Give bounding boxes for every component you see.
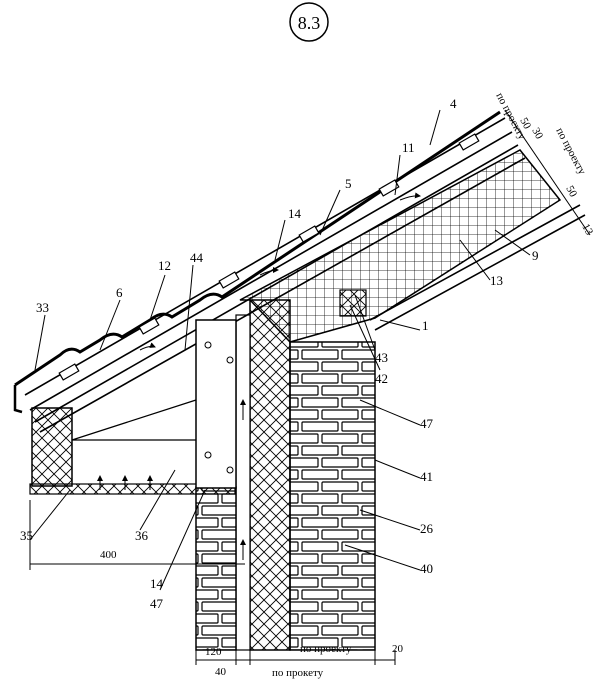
brick-wall-inner	[289, 341, 376, 651]
dim-overhang: 400	[100, 549, 117, 561]
callout-42: 42	[375, 371, 388, 386]
callout-40: 40	[420, 561, 433, 576]
callout-11: 11	[402, 140, 415, 155]
callout-5: 5	[345, 176, 352, 191]
callout-43: 43	[375, 350, 388, 365]
brick-wall-outer	[195, 486, 237, 651]
eave-bracing	[71, 399, 197, 441]
battens	[58, 133, 480, 381]
roofing-sheet	[14, 110, 501, 387]
screw-dots	[204, 341, 234, 474]
callout-35: 35	[20, 528, 33, 543]
soffit	[29, 483, 236, 495]
dim-roof-by-design-1: по проекту	[493, 91, 528, 142]
dim-brick-outer: 120	[205, 646, 222, 658]
callout-26: 26	[420, 521, 434, 536]
fascia-board	[31, 407, 73, 487]
callout-4: 4	[450, 96, 457, 111]
callout-33: 33	[36, 300, 49, 315]
airflow-arrows	[97, 192, 421, 560]
callout-14-lower: 14	[150, 576, 164, 591]
callout-44: 44	[190, 250, 204, 265]
air-gap	[235, 314, 251, 651]
callout-13: 13	[490, 273, 503, 288]
callout-36: 36	[135, 528, 149, 543]
callout-6: 6	[116, 285, 123, 300]
dim-roof-13: 13	[579, 222, 595, 238]
callout-12: 12	[158, 258, 171, 273]
callout-47-lower: 47	[150, 596, 164, 611]
sheet-number-circle	[289, 2, 329, 42]
vertical-board	[195, 319, 237, 489]
callout-47: 47	[420, 416, 434, 431]
dim-roof-50b: 50	[563, 184, 579, 200]
sheet-number: 8.3	[298, 13, 321, 33]
dim-roof-30: 30	[529, 126, 545, 142]
callout-41: 41	[420, 469, 433, 484]
dim-insulation-bottom: по прокету	[272, 667, 324, 679]
dim-roof-by-design-2: по проекту	[553, 126, 588, 177]
callout-14: 14	[288, 206, 302, 221]
dim-inner-gap: 20	[392, 643, 404, 655]
callout-9: 9	[532, 248, 539, 263]
roof-dimension-line	[504, 109, 591, 236]
eave-drip	[13, 385, 23, 414]
dim-insulation: по проекту	[300, 643, 352, 655]
dim-air-gap: 40	[215, 666, 227, 678]
wall-insulation	[249, 299, 291, 651]
callout-1: 1	[422, 318, 429, 333]
